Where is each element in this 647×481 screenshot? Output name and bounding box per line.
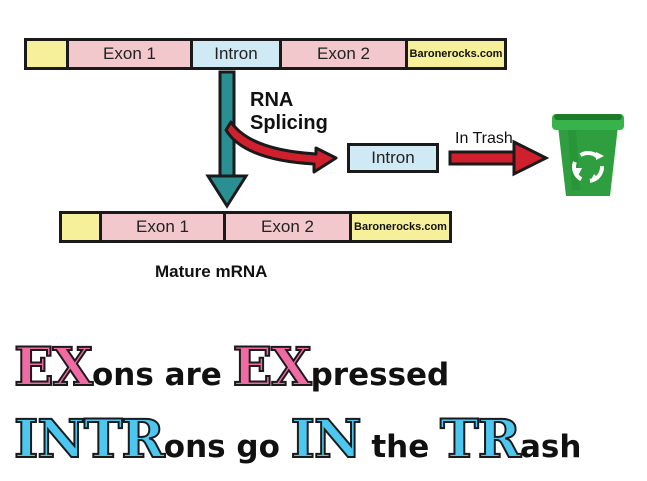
rna-splicing-label: RNA Splicing [250, 89, 328, 135]
exon-1-segment: Exon 1 [69, 41, 193, 67]
slogan-in: IN [290, 409, 363, 471]
exon-2-segment: Exon 2 [226, 214, 352, 240]
slogan-text-5: ash [519, 429, 582, 465]
slogan-ex-1: EX [13, 337, 94, 399]
splicing-curved-arrow [224, 120, 338, 174]
slogan-ex-2: EX [232, 337, 313, 399]
splicing-label-line-1: RNA [250, 89, 294, 111]
watermark-segment: Baronerocks.com [408, 41, 504, 67]
slogan-intr: INTR [13, 409, 166, 471]
recycle-bin-icon [552, 114, 624, 196]
exon-2-segment: Exon 2 [282, 41, 408, 67]
utr-5-segment [62, 214, 102, 240]
watermark-segment: Baronerocks.com [352, 214, 449, 240]
slogan-tr: TR [439, 409, 522, 471]
slogan-text-2: pressed [310, 357, 450, 393]
utr-5-segment [27, 41, 69, 67]
mature-mrna-label: Mature mRNA [155, 262, 268, 281]
intron-segment: Intron [193, 41, 282, 67]
splicing-label-line-2: Splicing [250, 112, 328, 134]
spliced-intron-box: Intron [347, 143, 439, 173]
in-trash-label: In Trash [455, 130, 513, 147]
exon-1-segment: Exon 1 [102, 214, 226, 240]
slogan-text-4: the [360, 429, 441, 465]
slogan-text-3: ons go [163, 429, 291, 465]
pre-mrna-strand: Exon 1 Intron Exon 2 Baronerocks.com [24, 38, 507, 70]
intron-slogan: INTR ons go IN the TR ash [13, 409, 582, 477]
mature-mrna-strand: Exon 1 Exon 2 Baronerocks.com [59, 211, 452, 243]
exon-slogan: EX ons are EX pressed [13, 337, 450, 405]
trash-arrow [448, 139, 550, 177]
slogan-text-1: ons are [91, 357, 233, 393]
